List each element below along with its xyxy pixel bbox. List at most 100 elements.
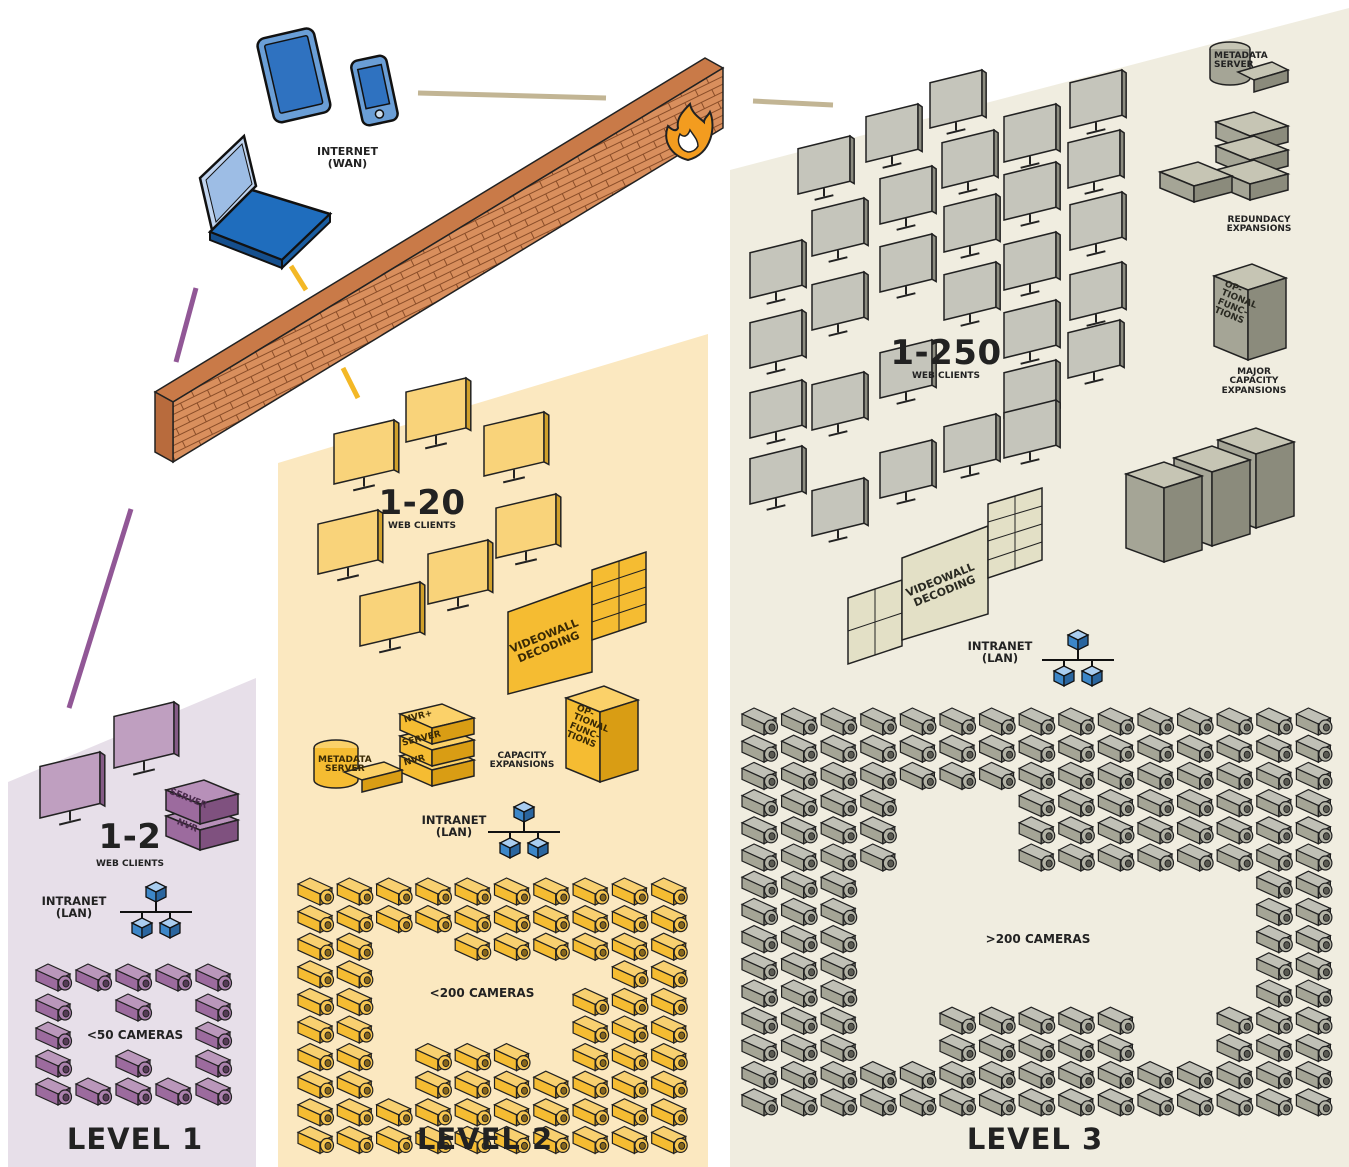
level2-camera-icon <box>414 877 452 906</box>
level1-intranet-line2: (LAN) <box>55 906 93 921</box>
level3-camera-icon <box>1097 1088 1135 1117</box>
level3-camera-icon <box>1057 843 1095 872</box>
level3-camera-icon <box>1097 1060 1135 1090</box>
level3-camera-icon <box>1295 707 1333 736</box>
fire-icon <box>665 101 714 162</box>
firewall-wall <box>153 57 725 464</box>
level3-camera-icon <box>859 761 897 791</box>
level1-camera-icon <box>154 963 193 992</box>
level3-major-line1: MAJOR <box>1237 367 1271 377</box>
level3-camera-icon <box>1255 1060 1293 1090</box>
level3-metadata-server <box>1209 41 1291 94</box>
level3-camera-icon <box>780 924 818 954</box>
level3-optional-functions <box>1211 263 1289 362</box>
level3-camera-icon <box>780 952 818 981</box>
level3-camera-icon <box>1255 952 1293 981</box>
level2-camera-icon <box>453 1098 492 1127</box>
internet-label-line2: (WAN) <box>327 156 368 170</box>
level3-camera-icon <box>1097 1006 1135 1036</box>
level3-camera-icon <box>1215 734 1254 764</box>
level3-camera-icon <box>819 924 858 954</box>
level3-monitor-icon <box>1069 260 1127 327</box>
level2-camera-icon <box>296 1070 335 1100</box>
internet-label: INTERNET (WAN) <box>300 146 395 169</box>
level2-camera-icon <box>571 877 610 906</box>
level2-camera-icon <box>611 987 649 1017</box>
level2-monitor-icon <box>483 410 550 484</box>
level3-camera-icon <box>819 816 858 845</box>
level3-monitor-icon <box>811 370 869 437</box>
level2-camera-icon <box>296 877 335 906</box>
level2-monitor-icon <box>317 508 384 582</box>
level2-camera-icon <box>335 960 374 989</box>
level3-camera-icon <box>1017 843 1056 872</box>
level2-camera-icon <box>375 904 413 934</box>
level3-monitor-icon <box>749 308 807 375</box>
level3-monitor-icon <box>879 164 937 231</box>
level3-camera-icon <box>1057 761 1095 791</box>
level2-title: LEVEL 2 <box>416 1122 554 1156</box>
level3-camera-icon <box>1176 1088 1214 1117</box>
level3-camera-icon <box>1295 761 1333 791</box>
level2-camera-icon <box>532 877 570 906</box>
level3-camera-icon <box>859 1088 897 1117</box>
level3-camera-icon <box>780 843 818 872</box>
level2-capacity-label: CAPACITY EXPANSIONS <box>482 751 562 771</box>
level1-camera-icon <box>114 1077 153 1106</box>
level3-clients-label: WEB CLIENTS <box>911 371 981 381</box>
level3-intranet-label: INTRANET (LAN) <box>962 640 1038 664</box>
level2-camera-icon <box>493 1070 531 1100</box>
wan-link <box>417 90 607 101</box>
level2-camera-icon <box>335 932 374 962</box>
level3-camera-icon <box>819 843 858 872</box>
level3-camera-icon <box>1057 1060 1095 1090</box>
level3-camera-icon <box>1215 843 1254 872</box>
level2-camera-icon <box>335 904 374 934</box>
level3-camera-icon <box>1057 788 1095 818</box>
level3-camera-icon <box>1255 924 1293 954</box>
level3-camera-icon <box>899 761 937 791</box>
level3-camera-icon <box>1255 897 1293 927</box>
level3-metadata-line2: SERVER <box>1214 60 1254 71</box>
level2-metadata-line1: METADATA <box>318 755 372 765</box>
level2-camera-icon <box>650 1125 688 1155</box>
level3-camera-icon <box>1136 734 1175 764</box>
level2-camera-icon <box>493 1042 531 1072</box>
level3-camera-icon <box>1295 843 1333 872</box>
level3-camera-icon <box>1057 1006 1095 1036</box>
level2-camera-icon <box>296 1015 335 1044</box>
level3-camera-icon <box>1215 1006 1254 1036</box>
internet-label-line1: INTERNET <box>316 145 378 158</box>
level3-camera-icon <box>1255 816 1293 845</box>
level2-clients-label: WEB CLIENTS <box>387 521 457 531</box>
level2-camera-icon <box>532 1098 570 1127</box>
level3-camera-icon <box>740 870 779 900</box>
level2-monitor-icon <box>333 418 400 492</box>
level3-camera-icon <box>978 734 1016 764</box>
level2-camera-icon <box>571 987 610 1017</box>
level2-camera-icon <box>571 904 610 934</box>
level2-network-icon <box>488 801 560 860</box>
level3-camera-icon <box>1097 761 1135 791</box>
level3-camera-icon <box>938 707 977 736</box>
level3-camera-icon <box>1255 1006 1293 1036</box>
level3-camera-icon <box>1295 870 1333 900</box>
level2-camera-icon <box>335 1015 374 1044</box>
level3-camera-icon <box>740 979 779 1008</box>
level3-metadata-label: METADATA SERVER <box>1214 51 1268 71</box>
level3-monitor-icon <box>865 102 923 169</box>
level3-camera-icon <box>1017 1060 1056 1090</box>
level3-camera-icon <box>740 707 779 736</box>
level2-optional-functions <box>563 685 641 784</box>
level3-monitor-icon <box>811 476 869 543</box>
level3-clients-count: 1-250 <box>890 333 1002 373</box>
level2-camera-icon <box>611 1015 649 1044</box>
level3-camera-icon <box>819 788 858 818</box>
level1-camera-icon <box>194 963 233 992</box>
wan-link-2 <box>752 98 834 108</box>
level3-camera-icon <box>819 1088 858 1117</box>
level2-metadata-server <box>313 739 405 793</box>
level3-intranet-line1: INTRANET <box>967 639 1033 653</box>
level3-camera-icon <box>1255 1088 1293 1117</box>
level3-camera-icon <box>1176 1060 1214 1090</box>
